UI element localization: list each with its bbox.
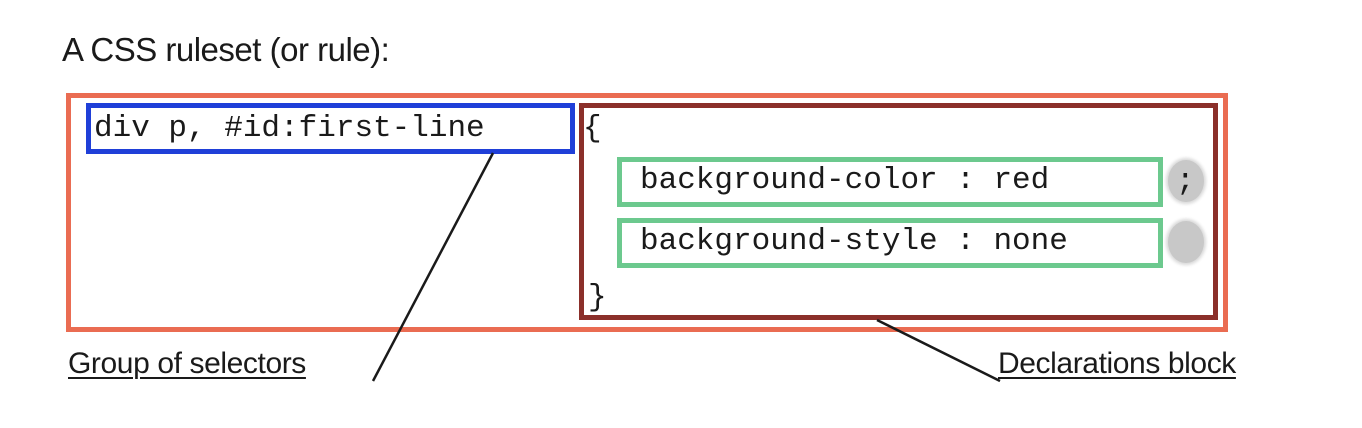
- declaration-separator-glyph-1: ;: [1176, 164, 1195, 199]
- open-brace: {: [583, 111, 602, 146]
- selectors-connector-line: [371, 152, 495, 382]
- declaration-text-1: background-color : red: [640, 163, 1050, 198]
- declaration-separator-2: [1168, 221, 1204, 263]
- declaration-box-2: [617, 218, 1163, 268]
- diagram-title: A CSS ruleset (or rule):: [62, 31, 390, 68]
- declaration-text-2: background-style : none: [640, 224, 1068, 259]
- ruleset-box: [66, 93, 1228, 332]
- declarations-block-label: Declarations block: [998, 347, 1236, 380]
- declaration-box-1: [617, 157, 1163, 207]
- selectors-label: Group of selectors: [68, 347, 306, 380]
- declarations-block-box: [579, 103, 1218, 320]
- declarations-connector-line: [876, 318, 1001, 383]
- close-brace: }: [588, 280, 607, 315]
- selector-group-code: div p, #id:first-line: [94, 111, 485, 146]
- declaration-separator-1: [1168, 160, 1204, 202]
- selector-group-box: [86, 103, 575, 154]
